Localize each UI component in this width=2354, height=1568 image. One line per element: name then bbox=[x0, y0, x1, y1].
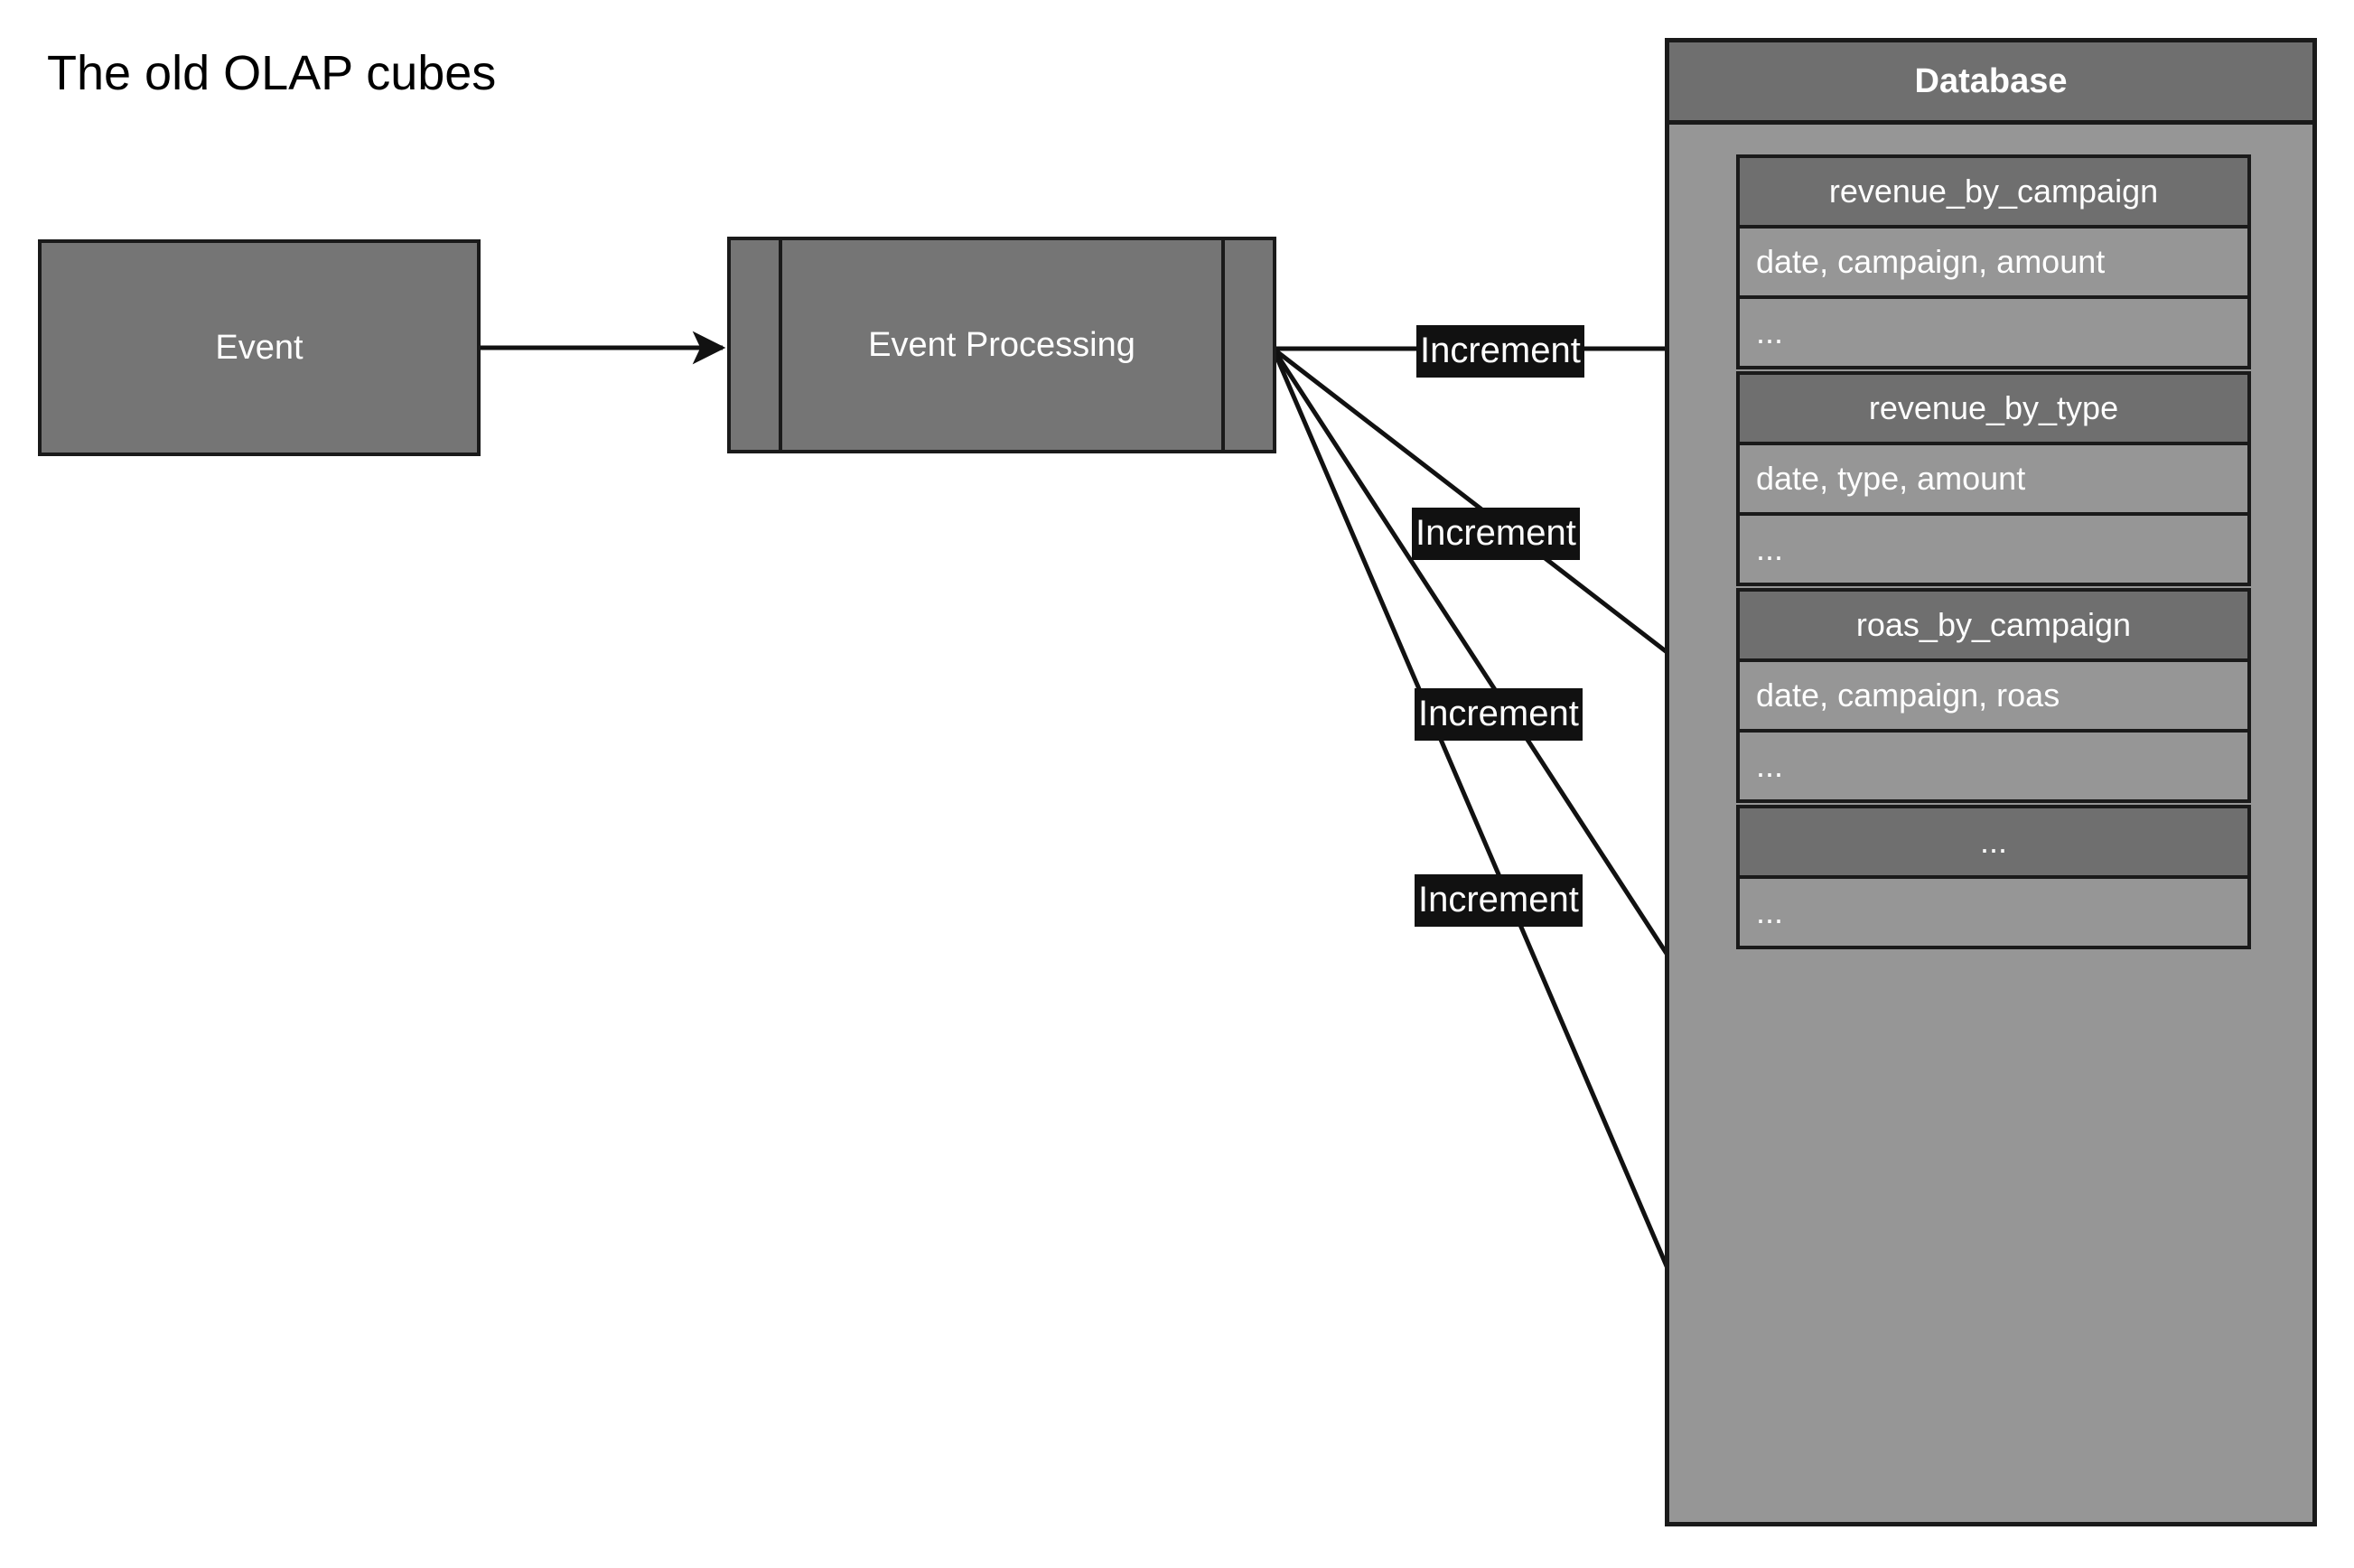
db-table-name: ... bbox=[1740, 808, 2247, 879]
node-event-processing[interactable]: Event Processing bbox=[727, 237, 1276, 453]
edge-label-increment-1: Increment bbox=[1416, 325, 1584, 378]
node-event-label: Event bbox=[215, 328, 304, 367]
db-table-ellipsis[interactable]: ... ... bbox=[1736, 805, 2251, 949]
db-table-name-text: revenue_by_campaign bbox=[1828, 173, 2159, 210]
subroutine-bar-right bbox=[1221, 240, 1225, 450]
db-table-row-text: date, campaign, amount bbox=[1756, 243, 2106, 280]
db-table-row-text: ... bbox=[1756, 313, 1784, 350]
db-table-row: date, campaign, amount bbox=[1740, 229, 2247, 299]
db-table-row-text: ... bbox=[1756, 893, 1784, 930]
db-table-row-text: date, campaign, roas bbox=[1756, 677, 2060, 714]
db-table-revenue-by-type[interactable]: revenue_by_type date, type, amount ... bbox=[1736, 371, 2251, 586]
db-table-row: date, type, amount bbox=[1740, 445, 2247, 516]
edge-label-increment-2: Increment bbox=[1412, 508, 1580, 560]
db-table-row: ... bbox=[1740, 733, 2247, 799]
subroutine-bar-left bbox=[779, 240, 782, 450]
db-table-row: ... bbox=[1740, 879, 2247, 946]
edge-label-increment-3: Increment bbox=[1415, 688, 1583, 741]
db-table-name: revenue_by_campaign bbox=[1740, 158, 2247, 229]
container-database-title: Database bbox=[1914, 61, 2068, 100]
db-table-revenue-by-campaign[interactable]: revenue_by_campaign date, campaign, amou… bbox=[1736, 154, 2251, 369]
container-database[interactable]: Database revenue_by_campaign date, campa… bbox=[1665, 38, 2317, 1526]
container-database-header: Database bbox=[1669, 42, 2312, 125]
db-table-name-text: revenue_by_type bbox=[1868, 389, 2119, 426]
db-table-row: ... bbox=[1740, 516, 2247, 583]
db-table-row-text: ... bbox=[1756, 747, 1784, 784]
node-event[interactable]: Event bbox=[38, 239, 481, 456]
node-event-processing-label: Event Processing bbox=[868, 325, 1135, 364]
db-table-name: revenue_by_type bbox=[1740, 375, 2247, 445]
db-table-row: ... bbox=[1740, 299, 2247, 366]
db-table-name: roas_by_campaign bbox=[1740, 592, 2247, 662]
page-title: The old OLAP cubes bbox=[47, 46, 497, 100]
db-table-name-text: roas_by_campaign bbox=[1855, 606, 2132, 643]
db-table-row: date, campaign, roas bbox=[1740, 662, 2247, 733]
db-table-roas-by-campaign[interactable]: roas_by_campaign date, campaign, roas ..… bbox=[1736, 588, 2251, 803]
db-table-row-text: date, type, amount bbox=[1756, 460, 2026, 497]
db-table-name-text: ... bbox=[1979, 823, 2007, 860]
db-table-row-text: ... bbox=[1756, 530, 1784, 567]
edge-label-increment-4: Increment bbox=[1415, 874, 1583, 927]
